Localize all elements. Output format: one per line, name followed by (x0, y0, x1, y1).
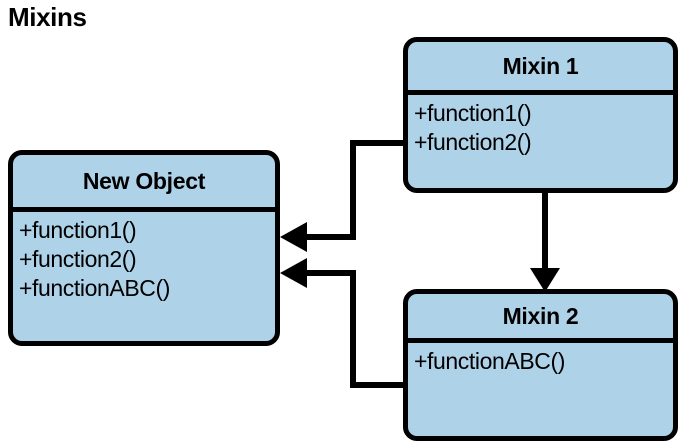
method-list-mixin-2: +functionABC() (408, 343, 673, 376)
connector-mixin1-to-new-object[interactable] (280, 140, 403, 252)
class-box-new-object[interactable]: New Object +function1() +function2() +fu… (8, 150, 280, 346)
connector-line (307, 140, 403, 240)
class-box-mixin-1[interactable]: Mixin 1 +function1() +function2() (403, 37, 678, 193)
class-name-mixin-1: Mixin 1 (408, 42, 673, 95)
class-box-mixin-2[interactable]: Mixin 2 +functionABC() (403, 289, 678, 441)
connector-line (307, 270, 404, 388)
class-name-mixin-2: Mixin 2 (408, 294, 673, 343)
arrowhead-icon (280, 222, 307, 252)
method-list-mixin-1: +function1() +function2() (408, 95, 673, 157)
method-item: +functionABC() (19, 275, 170, 301)
class-name-new-object: New Object (13, 155, 275, 212)
method-item: +function1() (414, 100, 532, 126)
connector-mixin1-to-mixin2[interactable] (530, 193, 560, 292)
connector-mixin2-to-new-object[interactable] (280, 258, 404, 388)
method-item: +function1() (19, 217, 137, 243)
method-item: +functionABC() (414, 348, 565, 374)
method-list-new-object: +function1() +function2() +functionABC() (13, 212, 275, 303)
arrowhead-icon (280, 258, 307, 288)
page-title: Mixins (8, 2, 87, 32)
method-item: +function2() (19, 246, 137, 272)
method-item: +function2() (414, 129, 532, 155)
